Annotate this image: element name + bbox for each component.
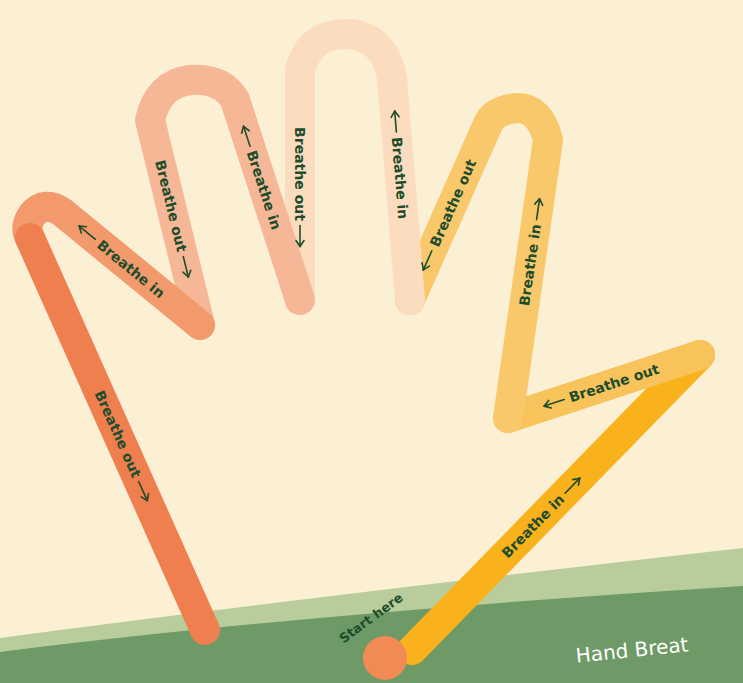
direction-arrow bbox=[244, 126, 250, 146]
direction-arrow bbox=[565, 478, 580, 493]
arrow-head bbox=[544, 406, 551, 408]
arrow-head bbox=[242, 126, 244, 133]
arrow-head bbox=[296, 241, 300, 247]
arrow-head bbox=[188, 270, 190, 277]
arrow-head bbox=[540, 199, 543, 206]
hill-dark bbox=[0, 586, 743, 683]
arrow-head bbox=[423, 266, 429, 270]
arrow-head bbox=[544, 400, 548, 406]
arrow-head bbox=[79, 226, 81, 233]
arrow-head bbox=[141, 497, 147, 501]
index-finger-stroke bbox=[410, 108, 548, 418]
arrow-head bbox=[395, 111, 399, 117]
direction-arrow bbox=[183, 257, 188, 277]
arrow-head bbox=[535, 199, 540, 204]
arrow-head bbox=[422, 263, 423, 270]
direction-arrow bbox=[544, 400, 564, 407]
direction-arrow bbox=[79, 226, 95, 239]
breath-step-label: Breathe in bbox=[95, 237, 168, 300]
arrow-head bbox=[573, 478, 580, 479]
hand-outer-stroke bbox=[30, 238, 205, 630]
hill-light bbox=[0, 548, 743, 683]
arrow-head bbox=[183, 272, 188, 277]
breath-step-label: Breathe out bbox=[293, 127, 307, 221]
breath-step-label: Breathe in bbox=[499, 492, 567, 561]
arrow-head bbox=[147, 494, 148, 501]
arrow-head bbox=[300, 241, 304, 247]
thumb-inner-stroke bbox=[508, 355, 700, 418]
start-circle: Start here bbox=[363, 636, 407, 680]
direction-arrow bbox=[395, 111, 397, 132]
middle-finger-stroke bbox=[300, 34, 410, 300]
thumb-outer-stroke bbox=[412, 355, 700, 650]
direction-arrow bbox=[423, 251, 432, 270]
arrow-head bbox=[578, 478, 579, 485]
direction-arrow bbox=[299, 226, 301, 247]
arrow-head bbox=[391, 111, 395, 117]
arrow-head bbox=[244, 126, 250, 130]
direction-arrow bbox=[139, 481, 148, 500]
